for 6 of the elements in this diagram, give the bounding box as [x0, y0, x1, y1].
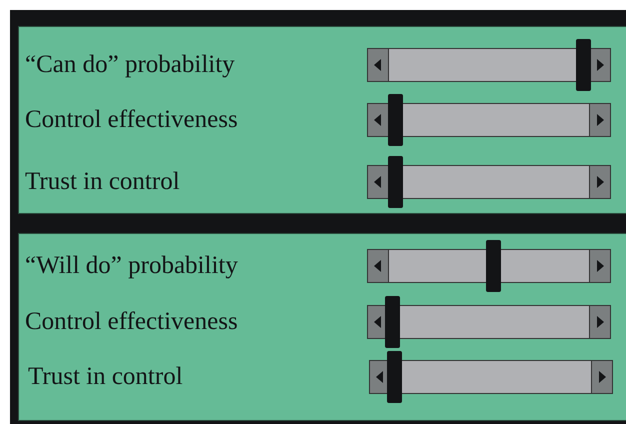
- slider-label: “Will do” probability: [25, 253, 238, 278]
- slider-label: Trust in control: [28, 364, 183, 389]
- slider-label: “Can do” probability: [25, 52, 235, 77]
- slider-label: Control effectiveness: [25, 107, 238, 132]
- slider-label: Control effectiveness: [25, 309, 238, 334]
- slider-label: Trust in control: [25, 169, 180, 194]
